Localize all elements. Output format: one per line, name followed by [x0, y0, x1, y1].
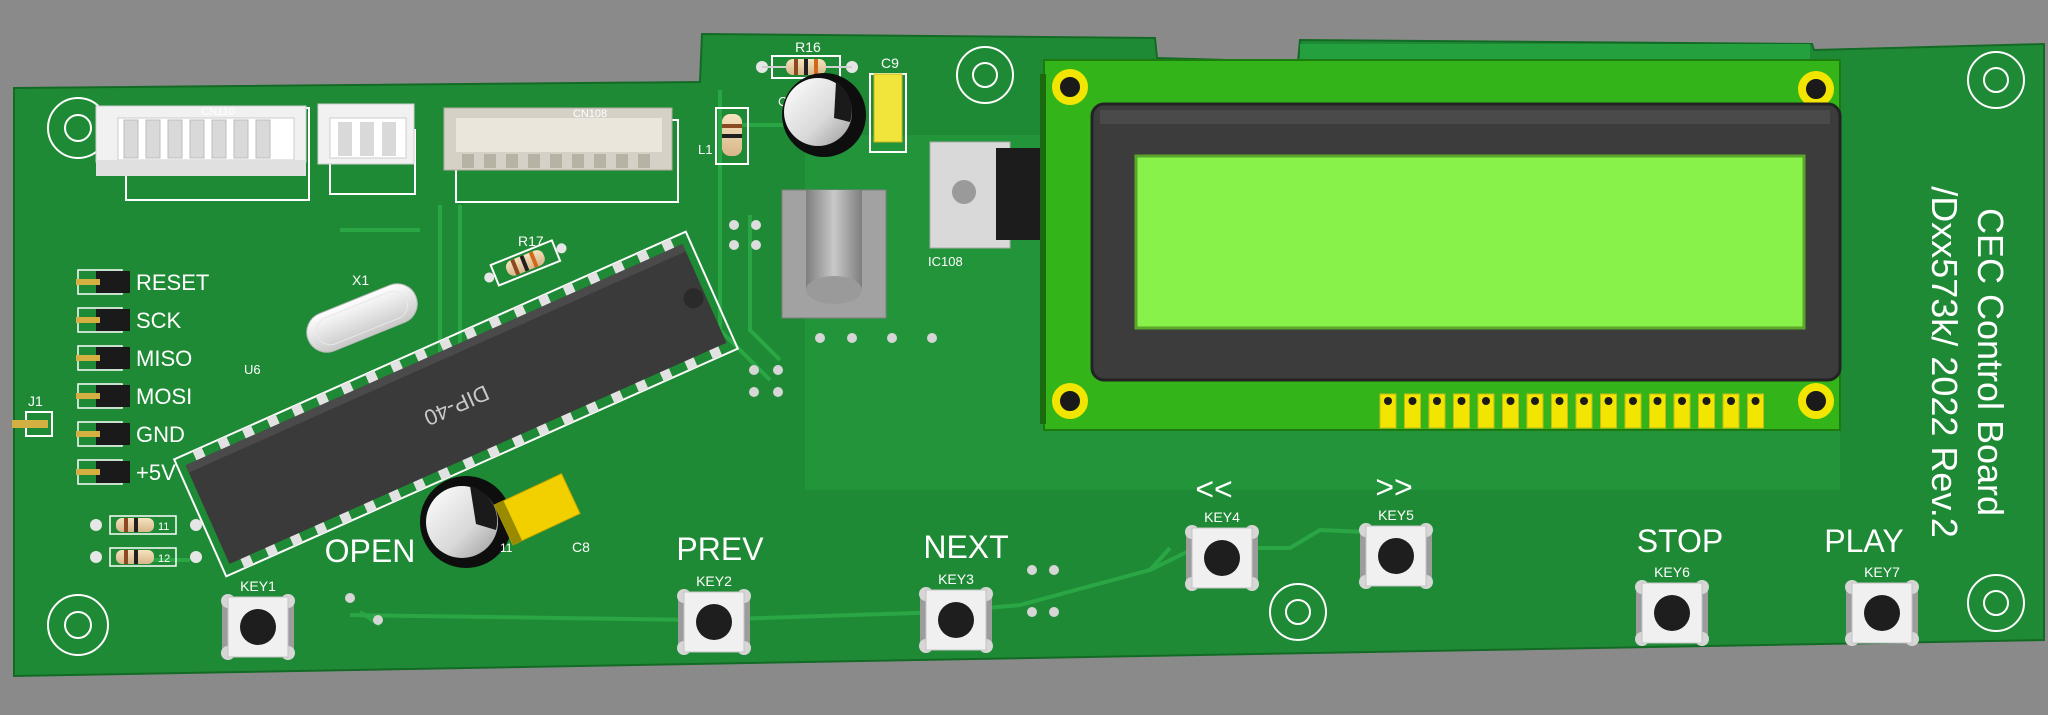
label-r-a: 11: [158, 521, 169, 533]
lcd-mount-hole: [1052, 69, 1834, 419]
lcd-screen: [1134, 154, 1806, 330]
label-x1: X1: [352, 272, 369, 288]
key-label: NEXT: [923, 529, 1008, 565]
board-title-line1: CEC Control Board: [1970, 208, 2011, 516]
key-ref: KEY1: [240, 578, 276, 594]
key-label: PLAY: [1824, 523, 1903, 559]
jumper-j1: J1: [12, 393, 53, 437]
crystal-x1: X1: [306, 272, 418, 353]
label-l1: L1: [698, 142, 712, 157]
capacitor-c8: C8: [493, 473, 590, 555]
key-label: STOP: [1637, 523, 1724, 559]
isp-pin-5: GND: [76, 421, 185, 447]
key-label: <<: [1195, 471, 1232, 507]
isp-pin-3: MISO: [76, 345, 192, 371]
isp-pin-label: GND: [136, 422, 185, 447]
key-ref: KEY4: [1204, 509, 1240, 525]
resistor-r16: R16: [756, 39, 858, 79]
connector-3pin: [317, 103, 416, 195]
regulator-ic108: IC108: [928, 141, 1044, 269]
key-label: OPEN: [325, 533, 416, 569]
tactile-switch-icon[interactable]: KEY7 PLAY: [1824, 523, 1919, 646]
label-u6: U6: [244, 362, 261, 377]
tactile-switch-icon[interactable]: KEY2 PREV: [676, 531, 764, 655]
label-c9: C9: [881, 55, 899, 71]
key-label: PREV: [676, 531, 764, 567]
key-ref: KEY5: [1378, 507, 1414, 523]
electrolytic-capacitor-top: C: [778, 73, 866, 157]
mcu-u6-dip40: DIP-40 U6: [172, 230, 740, 578]
capacitor-c9: C9: [869, 55, 907, 153]
isp-pin-label: +5V: [136, 460, 176, 485]
key-ref: KEY2: [696, 573, 732, 589]
isp-pin-2: SCK: [76, 307, 182, 333]
isp-pin-1: RESET: [76, 269, 209, 295]
isp-header: RESET SCK MISO MOSI GND +5V: [76, 269, 209, 485]
lcd-pin-header: [1379, 393, 1764, 429]
tactile-switch-icon[interactable]: KEY5 >>: [1359, 469, 1433, 589]
label-ic108: IC108: [928, 254, 963, 269]
resistors-bottom-left: 11 12: [90, 515, 202, 567]
key-ref: KEY3: [938, 571, 974, 587]
label-r16: R16: [795, 39, 821, 55]
label-c-top: C: [778, 94, 787, 109]
isp-pin-label: SCK: [136, 308, 182, 333]
label-c-small: 11: [500, 541, 513, 555]
connector-cn108: CN108: [443, 107, 679, 203]
ir-receiver: [729, 189, 887, 319]
key-ref: KEY7: [1864, 564, 1900, 580]
tactile-switch-icon[interactable]: KEY3 NEXT: [919, 529, 1009, 653]
isp-pin-4: MOSI: [76, 383, 192, 409]
label-r17: R17: [518, 233, 544, 249]
label-j1: J1: [28, 393, 43, 409]
isp-pin-label: RESET: [136, 270, 209, 295]
label-cn110: CN110: [201, 106, 234, 118]
lcd-module: [1040, 59, 1842, 431]
label-c8: C8: [572, 539, 590, 555]
label-r-b: 12: [158, 553, 170, 565]
key-ref: KEY6: [1654, 564, 1690, 580]
tactile-switch-icon[interactable]: KEY6 STOP: [1635, 523, 1723, 646]
label-cn108: CN108: [573, 108, 607, 120]
isp-pin-label: MOSI: [136, 384, 192, 409]
key-switches: KEY1 OPEN KEY2 PREV KEY3 NEXT KEY4 << KEY5 >> KEY6…: [221, 469, 1919, 660]
inductor-l1: L1: [698, 107, 749, 165]
vias: [345, 333, 1059, 625]
isp-pin-6: +5V: [76, 459, 176, 485]
electrolytic-capacitor-bottom: 11: [420, 476, 513, 568]
board-title-line2: /Dxx573k/ 2022 Rev.2: [1924, 186, 1965, 538]
tactile-switch-icon[interactable]: KEY1 OPEN: [221, 533, 415, 660]
resistor-r17: R17: [484, 233, 567, 287]
connector-cn110: CN110: [95, 105, 310, 201]
isp-pin-label: MISO: [136, 346, 192, 371]
key-label: >>: [1375, 469, 1412, 505]
tactile-switch-icon[interactable]: KEY4 <<: [1185, 471, 1259, 591]
board-title: CEC Control Board /Dxx573k/ 2022 Rev.2: [1924, 186, 2011, 538]
mounting-hole-icon: [47, 46, 2025, 656]
